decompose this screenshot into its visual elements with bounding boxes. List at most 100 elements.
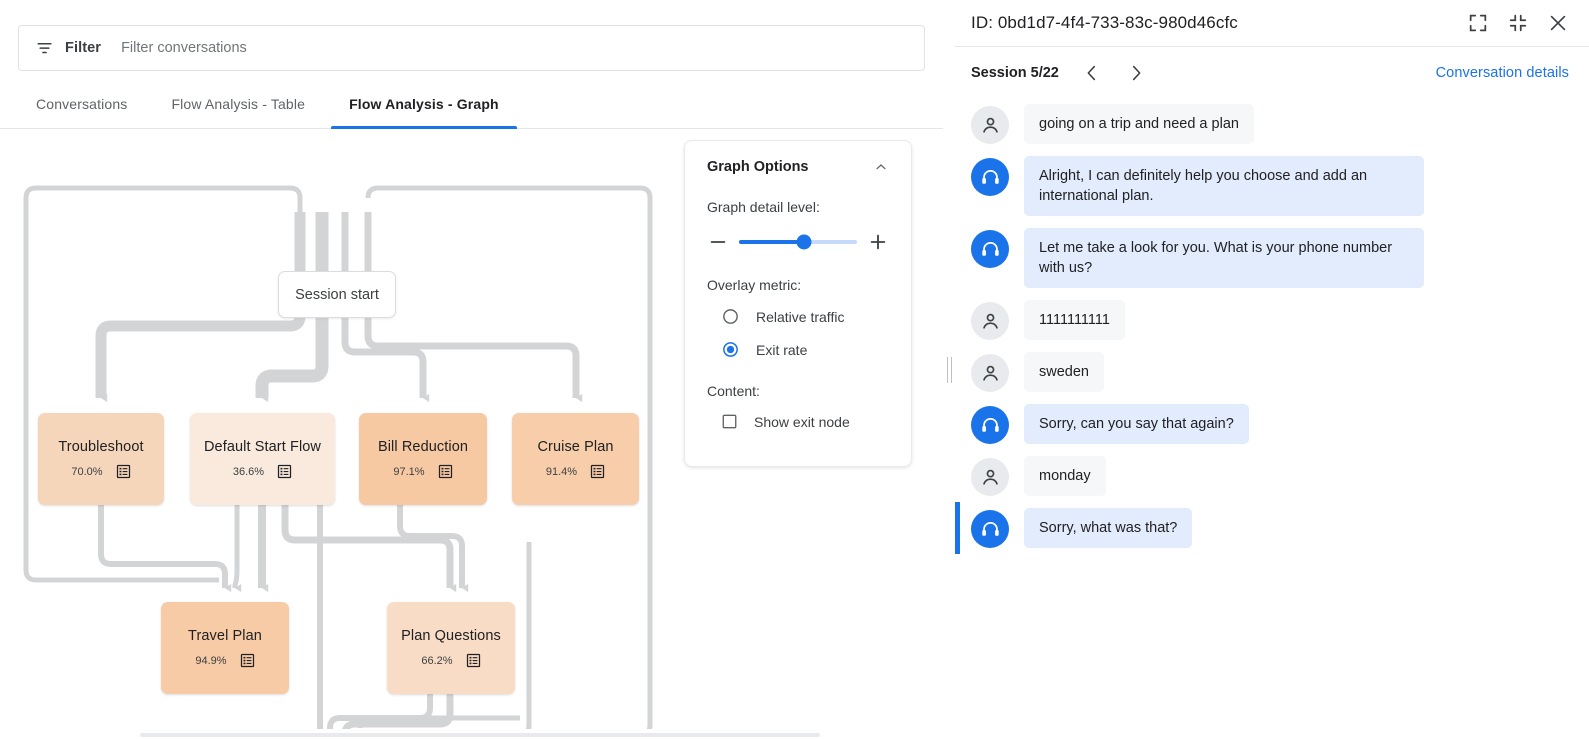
graph-horizontal-scrollbar[interactable] (140, 733, 820, 737)
message-row-agent[interactable]: Alright, I can definitely help you choos… (955, 150, 1589, 222)
graph-node-percent: 66.2% (421, 654, 453, 667)
filter-conversations-input[interactable] (121, 26, 908, 70)
message-row-agent[interactable]: Sorry, what was that? (955, 502, 1589, 554)
message-bubble: 1111111111 (1024, 300, 1125, 340)
node-details-icon[interactable] (240, 653, 255, 668)
message-row-user[interactable]: going on a trip and need a plan (955, 98, 1589, 150)
user-avatar-icon (982, 313, 998, 329)
graph-node-percent: 91.4% (545, 465, 578, 478)
node-details-icon[interactable] (277, 464, 292, 479)
minus-icon[interactable] (707, 231, 729, 253)
conversation-id: ID: 0bd1d7-4f4-733-83c-980d46cfc (971, 13, 1238, 32)
graph-node-meta: 94.9% (195, 653, 254, 668)
user-avatar (971, 106, 1009, 144)
checkbox-show-exit-node-label: Show exit node (754, 413, 850, 430)
graph-options-title: Graph Options (707, 159, 809, 175)
user-avatar-icon (982, 469, 998, 485)
chevron-left-icon[interactable] (1081, 62, 1103, 84)
checkbox-unchecked-icon (722, 414, 737, 429)
radio-unchecked-icon (723, 309, 738, 324)
graph-node-label: Cruise Plan (537, 439, 614, 455)
checkbox-show-exit-node[interactable]: Show exit node (721, 413, 889, 430)
message-row-agent[interactable]: Let me take a look for you. What is your… (955, 222, 1589, 294)
graph-node-percent: 97.1% (393, 465, 425, 478)
splitter-grip-icon (946, 356, 952, 383)
conversation-pane: ID: 0bd1d7-4f4-733-83c-980d46cfc Session… (955, 0, 1589, 739)
graph-node-percent: 94.9% (195, 654, 227, 667)
expand-icon[interactable] (1467, 12, 1489, 34)
graph-node-label: Plan Questions (401, 628, 501, 644)
overlay-metric-label: Overlay metric: (707, 277, 802, 293)
graph-options-header: Graph Options (707, 159, 889, 175)
user-avatar (971, 302, 1009, 340)
message-row-agent[interactable]: Sorry, can you say that again? (955, 398, 1589, 450)
conversation-header: ID: 0bd1d7-4f4-733-83c-980d46cfc (955, 0, 1589, 47)
tab-flow-analysis-table[interactable]: Flow Analysis - Table (171, 96, 306, 112)
close-icon[interactable] (1547, 12, 1569, 34)
analysis-tabs: Conversations Flow Analysis - Table Flow… (0, 88, 943, 129)
graph-node-meta: 66.2% (421, 653, 480, 668)
slider-fill (739, 240, 804, 244)
user-avatar (971, 458, 1009, 496)
graph-node-percent: 70.0% (71, 465, 103, 478)
graph-node-meta: 70.0% (71, 464, 130, 479)
graph-node-meta: 91.4% (546, 464, 605, 479)
detail-level-label: Graph detail level: (707, 199, 820, 215)
slider-thumb[interactable] (796, 234, 812, 250)
agent-avatar (971, 158, 1009, 196)
node-details-icon[interactable] (590, 464, 605, 479)
agent-avatar (971, 406, 1009, 444)
graph-node-meta: 36.6% (233, 464, 292, 479)
tab-flow-analysis-graph[interactable]: Flow Analysis - Graph (327, 88, 521, 129)
message-row-user[interactable]: 1111111111 (955, 294, 1589, 346)
graph-node-meta: 97.1% (393, 464, 452, 479)
agent-headset-icon (981, 417, 999, 432)
graph-node-troubleshoot[interactable]: Troubleshoot 70.0% (38, 413, 164, 505)
collapse-icon[interactable] (1507, 12, 1529, 34)
conversation-details-link[interactable]: Conversation details (1435, 64, 1569, 81)
graph-node-label: Bill Reduction (377, 439, 469, 455)
graph-node-plan_questions[interactable]: Plan Questions 66.2% (387, 602, 515, 694)
content-label: Content: (707, 383, 760, 399)
graph-node-percent: 36.6% (232, 465, 265, 478)
message-bubble: going on a trip and need a plan (1024, 104, 1254, 144)
node-details-icon[interactable] (116, 464, 131, 479)
chevron-right-icon[interactable] (1125, 62, 1147, 84)
message-bubble: Alright, I can definitely help you choos… (1024, 156, 1424, 216)
user-avatar-icon (982, 365, 998, 381)
filter-icon (37, 42, 52, 53)
message-bubble: Sorry, what was that? (1024, 508, 1193, 548)
node-details-icon[interactable] (466, 653, 481, 668)
chevron-up-icon[interactable] (873, 159, 889, 175)
tab-conversations[interactable]: Conversations (36, 96, 128, 112)
filter-bar[interactable]: Filter (18, 25, 925, 71)
detail-level-slider-row (707, 231, 889, 253)
plus-icon[interactable] (867, 231, 889, 253)
radio-exit-rate[interactable]: Exit rate (721, 340, 889, 359)
radio-relative-traffic[interactable]: Relative traffic (721, 307, 889, 326)
message-row-user[interactable]: sweden (955, 346, 1589, 398)
agent-headset-icon (981, 521, 999, 536)
detail-level-slider[interactable] (739, 234, 857, 250)
graph-node-bill_reduction[interactable]: Bill Reduction 97.1% (359, 413, 487, 505)
session-start-label: Session start (295, 286, 379, 303)
graph-canvas: Session start Troubleshoot 70.0% Default S… (0, 130, 943, 729)
message-bubble: sweden (1024, 352, 1104, 392)
node-details-icon[interactable] (438, 464, 453, 479)
graph-options-card: Graph Options Graph detail level: (684, 140, 912, 467)
graph-node-cruise_plan[interactable]: Cruise Plan 91.4% (512, 413, 639, 505)
message-bubble: monday (1024, 456, 1106, 496)
graph-node-label: Troubleshoot (58, 439, 144, 455)
pane-splitter[interactable] (943, 0, 955, 739)
graph-edges (23, 185, 653, 729)
radio-exit-rate-label: Exit rate (756, 341, 808, 358)
user-avatar-icon (982, 117, 998, 133)
agent-avatar (971, 510, 1009, 548)
session-start-node[interactable]: Session start (278, 271, 396, 318)
graph-viewport[interactable]: Session start Troubleshoot 70.0% Default S… (0, 130, 943, 729)
message-row-user[interactable]: monday (955, 450, 1589, 502)
